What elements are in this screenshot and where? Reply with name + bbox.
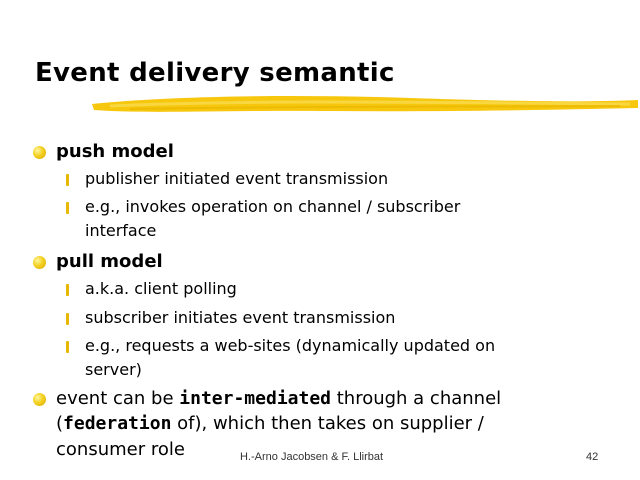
- emphasis-federation: federation: [63, 413, 172, 434]
- bullet-intermediated-line3: consumer role: [56, 439, 185, 460]
- subitem-text: publisher initiated event transmission: [85, 169, 389, 188]
- sub-bullet-dash-icon: [66, 202, 69, 214]
- subitem-text: e.g., requests a web-sites (dynamically …: [85, 336, 496, 355]
- sub-bullet-dash-icon: [66, 313, 69, 325]
- slide-title: Event delivery semantic: [35, 58, 395, 88]
- emphasis-inter-mediated: inter-mediated: [179, 388, 331, 409]
- sub-bullet-dash-icon: [66, 341, 69, 353]
- sub-bullet-dash-icon: [66, 174, 69, 186]
- subitem-text-continued: interface: [85, 221, 157, 240]
- text-run: (: [56, 413, 64, 434]
- bullet-dot-icon: [33, 393, 46, 406]
- bullet-intermediated-line1: event can be inter-mediated through a ch…: [56, 386, 501, 412]
- text-run: through a channel: [331, 388, 502, 409]
- subitem-text-continued: server): [85, 360, 142, 379]
- text-run: event can be: [56, 388, 180, 409]
- bullet-dot-icon: [33, 256, 46, 269]
- bullet-push-model: push model: [56, 141, 174, 162]
- subitem-text: subscriber initiates event transmission: [85, 308, 396, 327]
- text-run: of), which then takes on supplier /: [171, 413, 484, 434]
- title-underline-brushstroke: [92, 96, 638, 112]
- bullet-intermediated-line2: (federation of), which then takes on sup…: [56, 411, 484, 437]
- subitem-text: e.g., invokes operation on channel / sub…: [85, 197, 461, 216]
- bullet-dot-icon: [33, 146, 46, 159]
- bullet-pull-model: pull model: [56, 251, 163, 272]
- footer-author: H.-Arno Jacobsen & F. Llirbat: [240, 451, 384, 463]
- page-number: 42: [586, 451, 599, 463]
- sub-bullet-dash-icon: [66, 284, 69, 296]
- subitem-text: a.k.a. client polling: [85, 279, 237, 298]
